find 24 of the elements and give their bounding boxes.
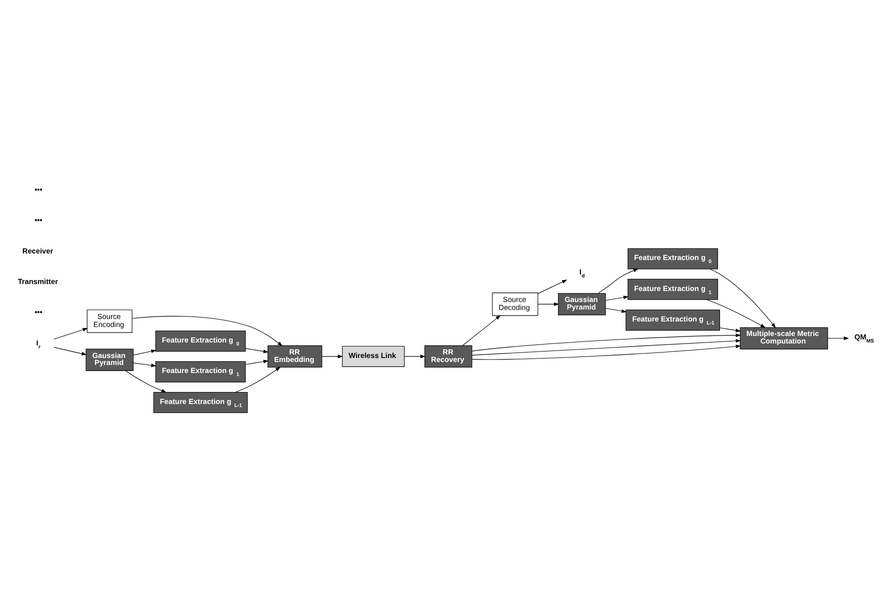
arrow — [322, 354, 343, 358]
arrow — [462, 315, 501, 346]
arrow — [472, 344, 741, 360]
arrow — [245, 360, 269, 365]
arrow — [719, 327, 741, 332]
arrow — [828, 336, 849, 340]
arrow — [125, 370, 167, 392]
arrow — [710, 268, 776, 328]
arrow — [404, 354, 426, 358]
arrow — [54, 347, 87, 356]
arrow — [538, 280, 568, 294]
arrow — [132, 316, 283, 346]
arrow — [706, 299, 766, 328]
arrow — [133, 362, 156, 368]
arrow — [245, 348, 269, 354]
arrow — [538, 302, 560, 306]
arrow — [605, 296, 629, 301]
arrow — [472, 334, 741, 352]
arrow — [472, 339, 741, 356]
arrow — [133, 350, 156, 356]
arrow — [235, 366, 281, 393]
arrow — [598, 268, 638, 294]
arrow — [605, 308, 627, 313]
arrow — [54, 328, 88, 340]
